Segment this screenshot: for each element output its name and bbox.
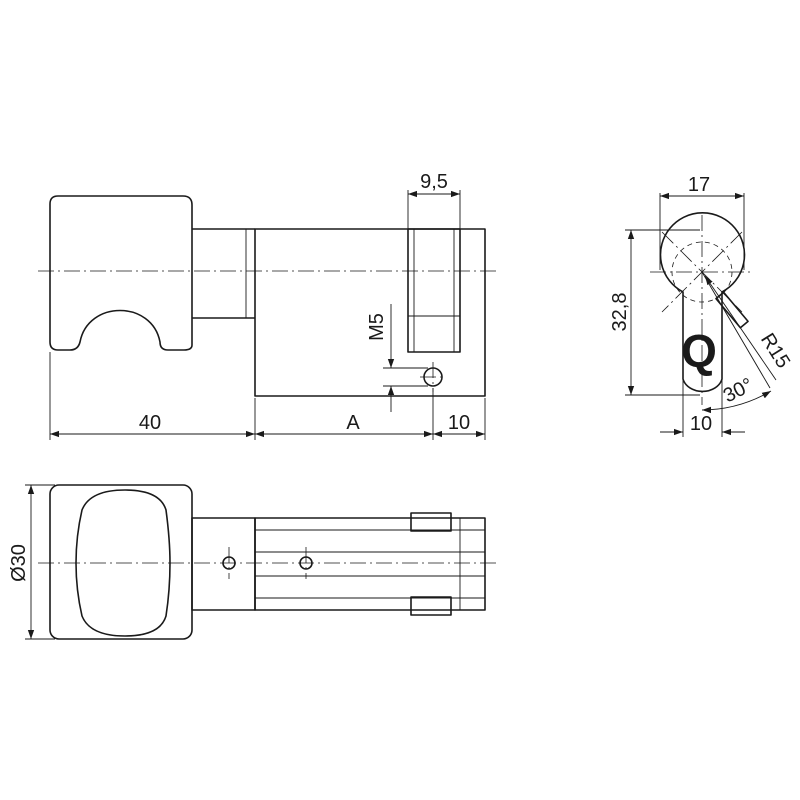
profile-view: Q 17 32,8 R15 30° 10 <box>609 174 794 437</box>
dim-label-30-deg: 30° <box>720 374 757 407</box>
cam-tab-upper <box>410 512 452 532</box>
dim-label-d30: Ø30 <box>8 544 30 582</box>
dim-label-32-8: 32,8 <box>609 293 631 332</box>
cylinder-body <box>254 228 486 397</box>
dim-label-40: 40 <box>139 412 161 434</box>
angle-line <box>701 271 771 389</box>
dim-label-10b: 10 <box>690 413 712 435</box>
cam-slot <box>407 228 461 353</box>
dim-label-10: 10 <box>448 412 470 434</box>
body-top <box>254 517 486 611</box>
angle-arc <box>701 390 772 414</box>
dim-label-m5: M5 <box>366 313 388 341</box>
dim-label-r15: R15 <box>756 329 794 372</box>
cam-bit <box>715 291 749 329</box>
dim-label-17: 17 <box>688 174 710 196</box>
dim-label-a: A <box>346 412 360 434</box>
front-view: 40 A 10 9,5 M5 <box>38 171 498 440</box>
knob-grip-recess <box>75 489 171 637</box>
knob-neck <box>192 228 255 319</box>
r15-leader <box>704 275 777 381</box>
brand-logo: Q <box>681 325 717 377</box>
dim-label-9-5: 9,5 <box>420 171 448 193</box>
knob-outline <box>49 195 193 351</box>
cam-tab-lower <box>410 596 452 616</box>
top-view: Ø30 <box>8 484 498 640</box>
